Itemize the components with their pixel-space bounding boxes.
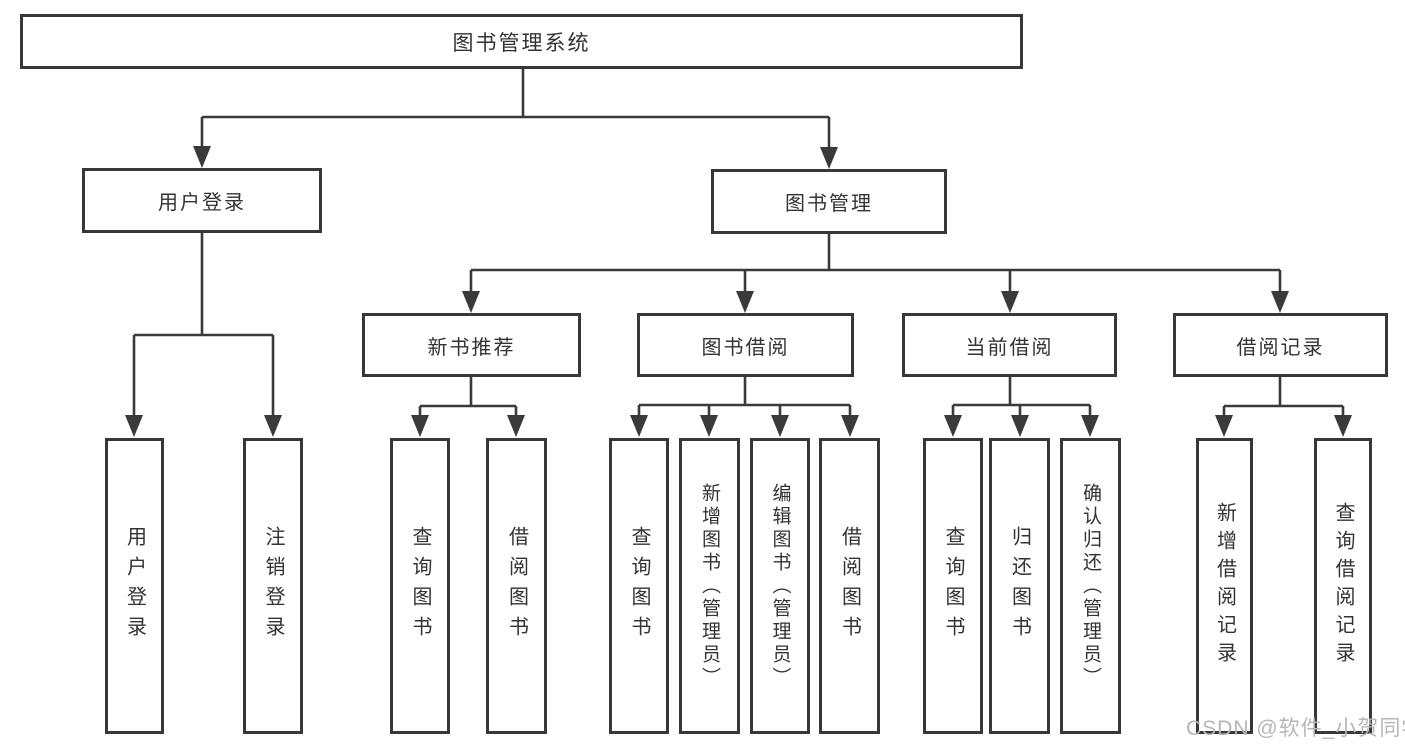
leaf-borrow-books-recommend: 借阅图书 bbox=[486, 438, 547, 734]
leaf-borrow-books-borrowing: 借阅图书 bbox=[819, 438, 880, 734]
leaf-query-borrow-record: 查询借阅记录 bbox=[1314, 438, 1372, 734]
node-book-management: 图书管理 bbox=[711, 169, 947, 234]
leaf-query-books-recommend: 查询图书 bbox=[390, 438, 450, 734]
node-book-borrowing: 图书借阅 bbox=[637, 313, 854, 377]
leaf-confirm-return-admin: 确认归还（管理员） bbox=[1060, 438, 1121, 734]
node-library-management-system: 图书管理系统 bbox=[20, 14, 1023, 69]
node-new-book-recommendation: 新书推荐 bbox=[362, 313, 581, 377]
leaf-logout: 注销登录 bbox=[243, 438, 303, 734]
csdn-watermark: CSDN @软件_小贺同学 bbox=[1186, 717, 1405, 740]
node-borrowing-records: 借阅记录 bbox=[1173, 313, 1388, 377]
node-current-borrowing: 当前借阅 bbox=[902, 313, 1117, 377]
leaf-query-books-current: 查询图书 bbox=[923, 438, 983, 734]
leaf-return-books: 归还图书 bbox=[989, 438, 1050, 734]
leaf-user-login: 用户登录 bbox=[105, 438, 164, 734]
node-user-login: 用户登录 bbox=[82, 168, 322, 233]
leaf-add-borrow-record: 新增借阅记录 bbox=[1196, 438, 1253, 734]
leaf-edit-book-admin: 编辑图书（管理员） bbox=[750, 438, 810, 734]
leaf-add-book-admin: 新增图书（管理员） bbox=[679, 438, 740, 734]
leaf-query-books-borrowing: 查询图书 bbox=[609, 438, 669, 734]
